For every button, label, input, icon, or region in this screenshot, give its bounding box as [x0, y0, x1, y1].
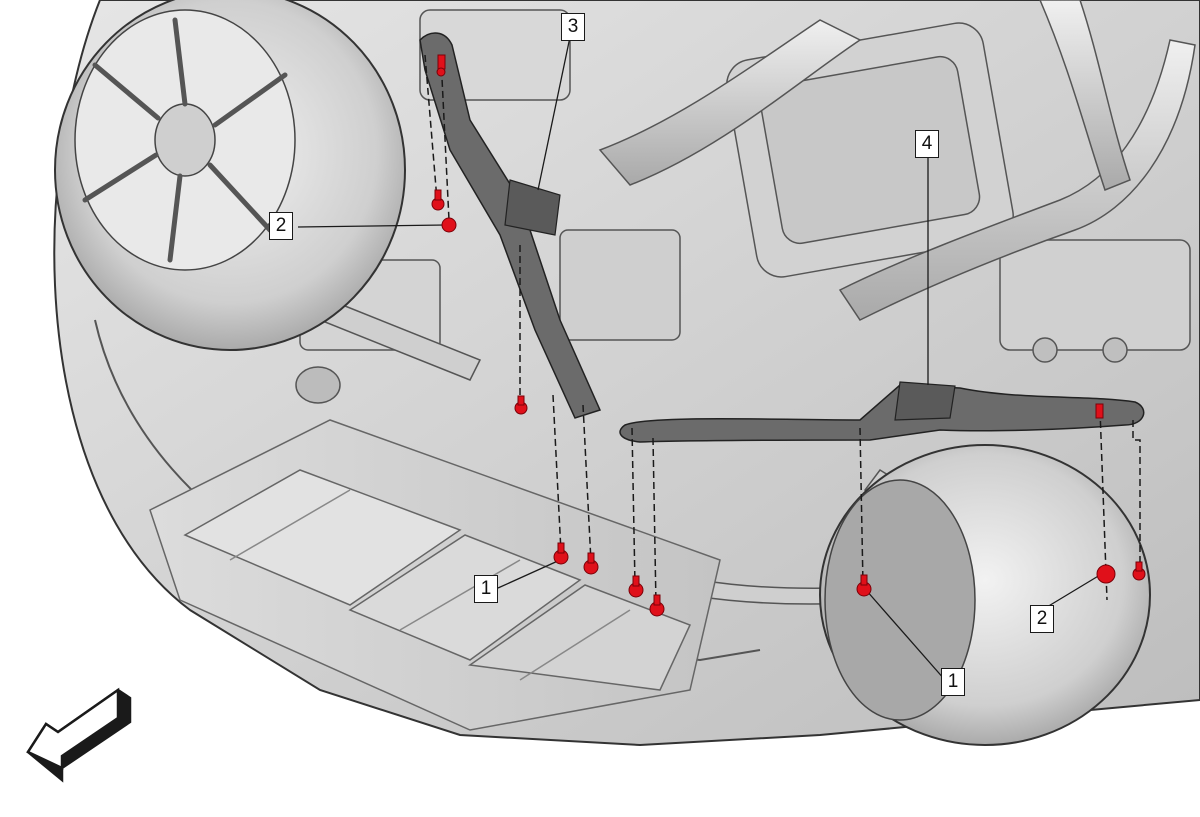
bolt-icon [514, 395, 528, 415]
left-front-tire [54, 0, 406, 351]
bolt-icon [583, 552, 599, 575]
callout-label-1-right: 1 [941, 668, 965, 696]
front-splash-shield [149, 419, 721, 731]
bolt-icon [628, 575, 644, 598]
callout-label-2-right: 2 [1030, 605, 1054, 633]
bolt-icon [649, 594, 665, 617]
nut-icon [441, 217, 457, 233]
bolt-icon [431, 189, 445, 211]
bolt-icon [553, 542, 569, 565]
callout-label-1-left: 1 [474, 575, 498, 603]
exhaust-pipes [598, 0, 1196, 321]
callout-label-3: 3 [561, 13, 585, 41]
right-front-tire [819, 444, 1151, 746]
installation-guide-lines [424, 54, 1141, 606]
callout-leader-lines [297, 36, 1101, 681]
callout-label-2-left: 2 [269, 212, 293, 240]
engine-bay [299, 9, 1191, 363]
front-direction-arrow-icon [26, 687, 132, 783]
brace-3 [419, 32, 602, 419]
brace-4 [619, 381, 1145, 443]
bolt-icon [436, 54, 446, 77]
bolt-icon [1132, 561, 1146, 581]
nut-icon [1096, 564, 1116, 584]
fasteners [431, 54, 1146, 617]
bolt-icon [856, 574, 872, 597]
bolt-icon [1095, 403, 1104, 419]
callout-label-4: 4 [915, 130, 939, 158]
